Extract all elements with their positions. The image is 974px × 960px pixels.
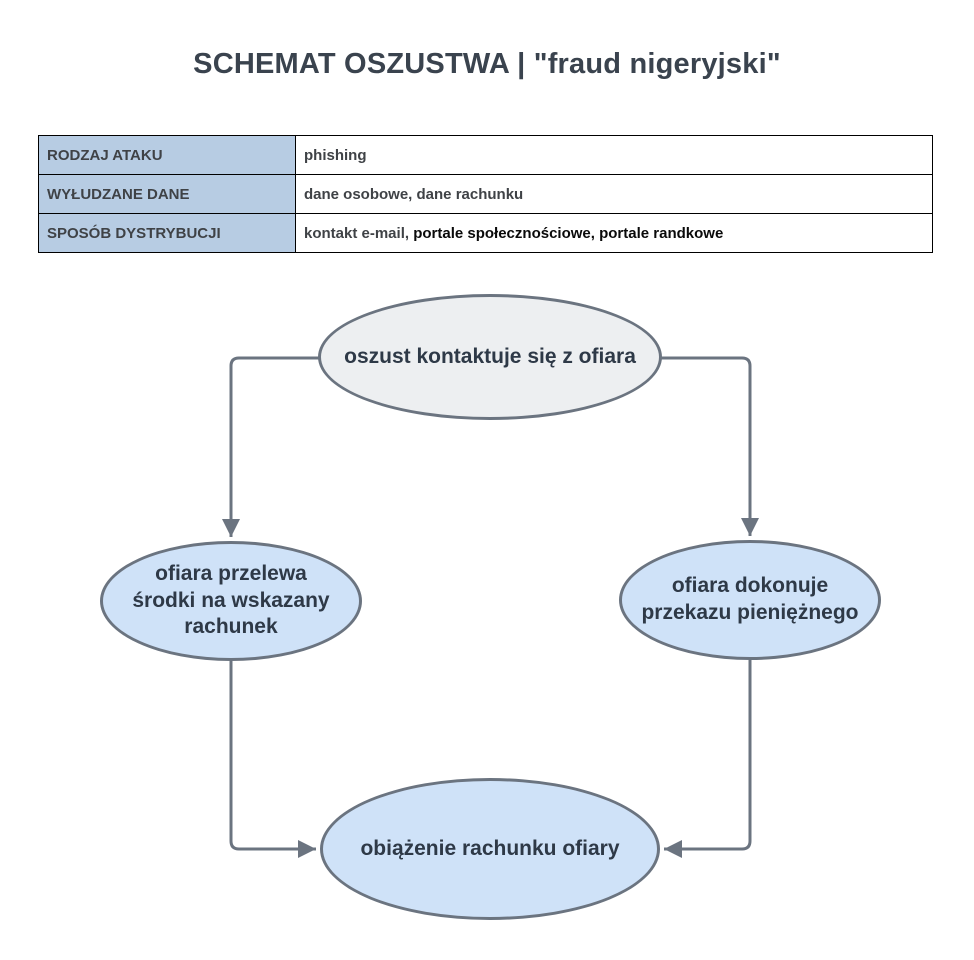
table-row: WYŁUDZANE DANE dane osobowe, dane rachun… [39, 175, 932, 214]
table-value-text: dane osobowe, dane rachunku [304, 185, 524, 203]
attack-info-table: RODZAJ ATAKU phishing WYŁUDZANE DANE dan… [38, 135, 933, 253]
flowchart-node-scammer-contacts-victim: oszust kontaktuje się z ofiara [318, 294, 662, 420]
node-label: obiążenie rachunku ofiary [360, 836, 620, 860]
flowchart-node-victim-account-debited: obiążenie rachunku ofiary [320, 778, 660, 920]
flowchart-node-victim-transfers-funds: ofiara przelewa środki na wskazany rachu… [100, 541, 362, 661]
table-value-attack-type: phishing [296, 136, 932, 174]
table-row: SPOSÓB DYSTRYBUCJI kontakt e-mail, porta… [39, 214, 932, 252]
table-value-distribution-method: kontakt e-mail, portale społecznościowe,… [296, 214, 932, 252]
table-value-text: phishing [304, 146, 367, 164]
table-label-extorted-data: WYŁUDZANE DANE [39, 175, 296, 213]
table-value-emphasis-text: portale społecznościowe, portale randkow… [413, 224, 724, 242]
table-label-distribution-method: SPOSÓB DYSTRYBUCJI [39, 214, 296, 252]
table-value-text: kontakt e-mail, [304, 224, 414, 242]
table-label-attack-type: RODZAJ ATAKU [39, 136, 296, 174]
node-label: ofiara dokonuje przekazu pieniężnego [641, 574, 859, 624]
connector-right-to-bottom [664, 660, 752, 858]
diagram-title: SCHEMAT OSZUSTWA | "fraud nigeryjski" [193, 48, 781, 80]
table-row: RODZAJ ATAKU phishing [39, 136, 932, 175]
connector-top-to-right [661, 356, 759, 536]
node-label: oszust kontaktuje się z ofiara [344, 344, 636, 368]
connector-left-to-bottom [229, 661, 316, 858]
flowchart-node-victim-makes-money-order: ofiara dokonuje przekazu pieniężnego [619, 540, 881, 660]
table-value-extorted-data: dane osobowe, dane rachunku [296, 175, 932, 213]
node-label: ofiara przelewa środki na wskazany rachu… [132, 562, 330, 639]
connector-top-to-left [222, 356, 319, 537]
